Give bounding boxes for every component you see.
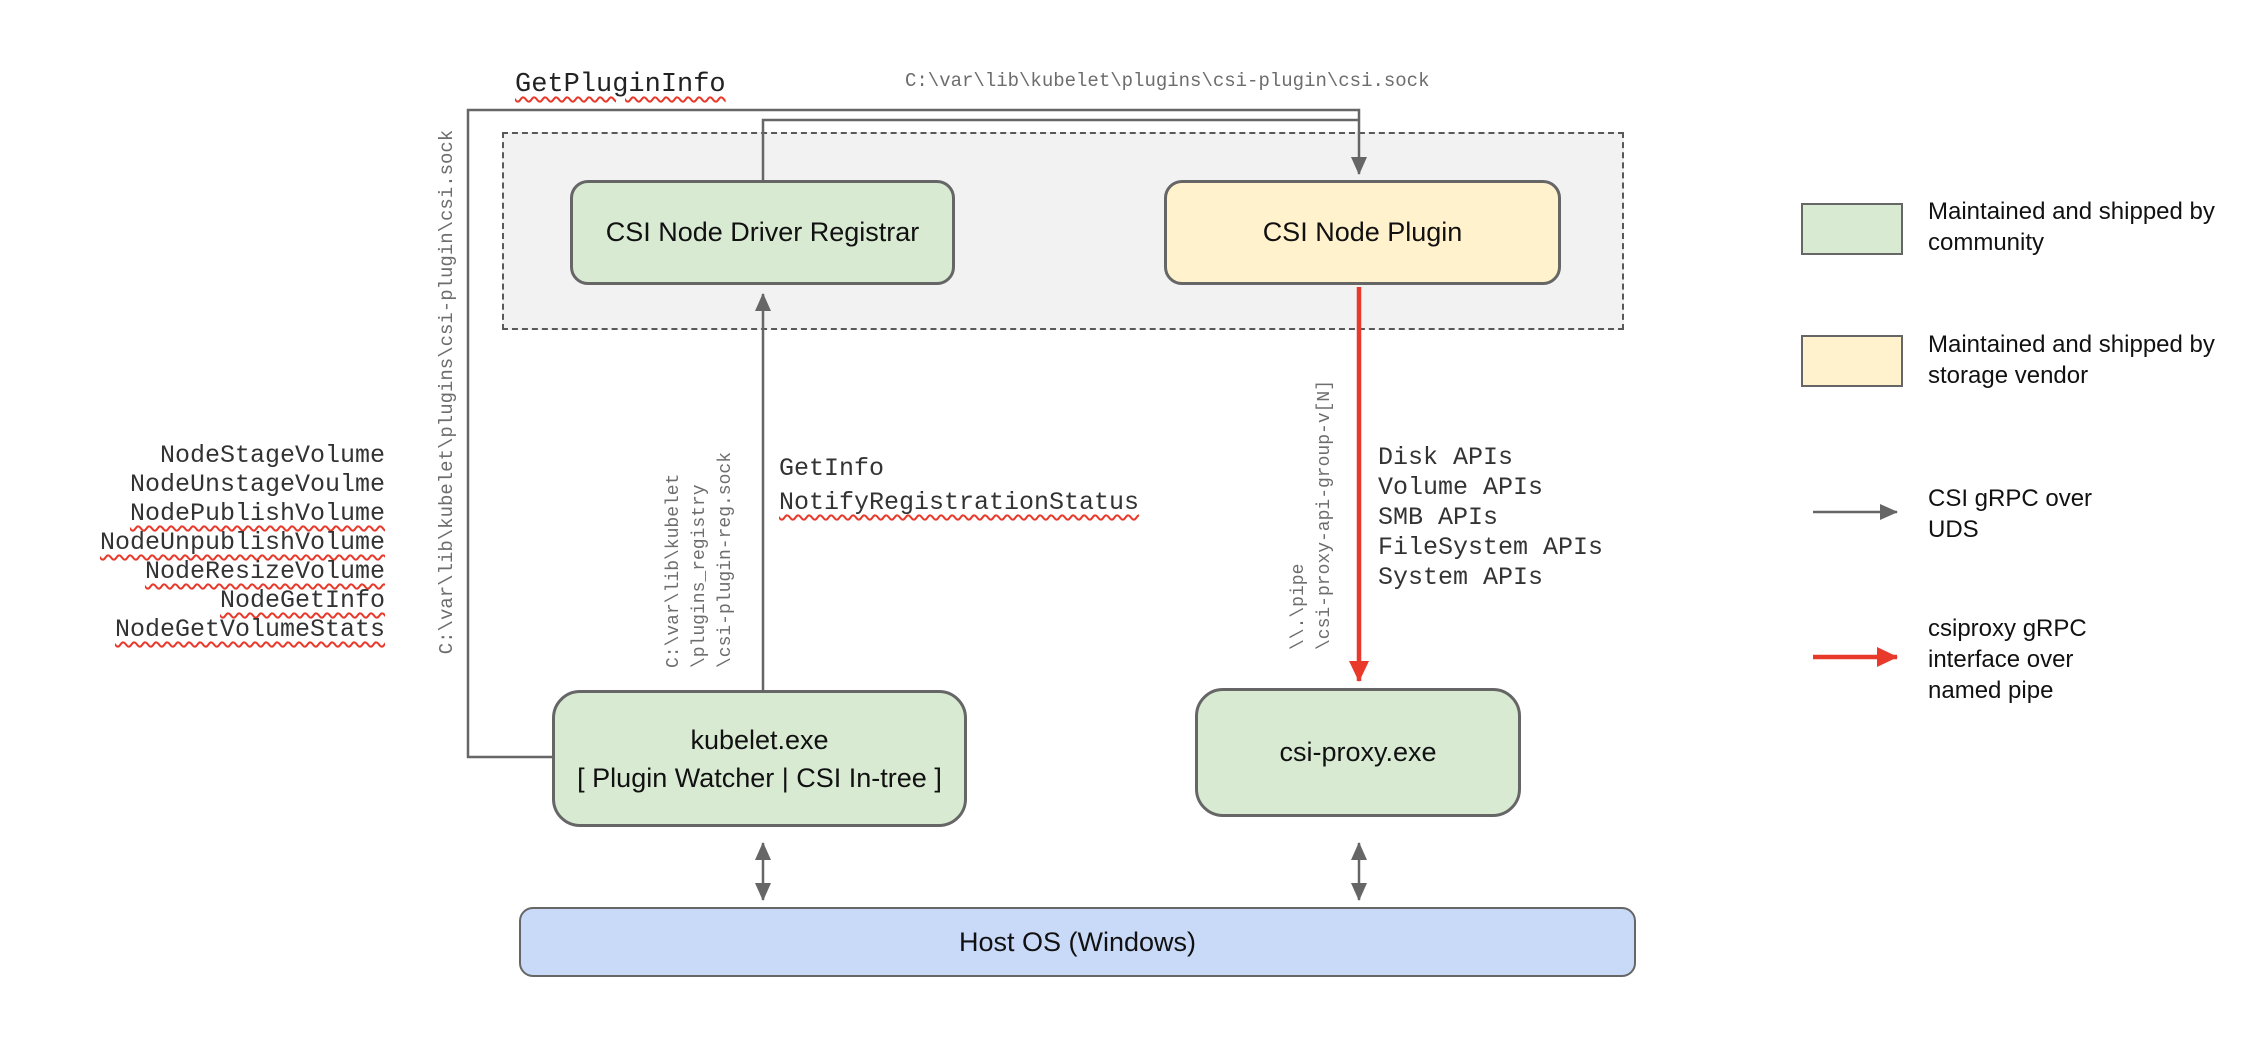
named-pipe-line2: \csi-proxy-api-group-v[N]: [1315, 379, 1335, 651]
legend-community-label: Maintained and shipped by community: [1928, 198, 2215, 256]
csi-proxy-box: csi-proxy.exe: [1195, 688, 1521, 817]
rpc-nodestagevolume: NodeStageVolume: [159, 441, 385, 470]
named-pipe-line1: \\.\pipe: [1289, 563, 1309, 651]
registration-sock-line1: C:\var\lib\kubelet: [664, 473, 684, 669]
registration-sock-line3: \csi-plugin-reg.sock: [716, 451, 736, 669]
kubelet-label-line1: kubelet.exe: [690, 724, 829, 755]
api-smb: SMB APIs: [1378, 503, 1499, 532]
rpc-nodegetinfo: NodeGetInfo: [219, 586, 385, 615]
rpc-nodepublishvolume: NodePublishVolume: [129, 499, 385, 528]
registration-rpc-list: GetInfo NotifyRegistrationStatus: [779, 452, 1139, 520]
rpc-noderesizevolume: NodeResizeVolume: [144, 557, 385, 586]
rpc-nodeunpublishvolume: NodeUnpublishVolume: [99, 528, 385, 557]
rpc-nodeunstagevolume: NodeUnstageVoulme: [129, 470, 385, 499]
api-filesystem: FileSystem APIs: [1378, 533, 1604, 562]
legend-vendor-swatch: [1801, 335, 1903, 387]
kubelet-box: kubelet.exe [ Plugin Watcher | CSI In-tr…: [552, 690, 967, 827]
host-os-box: Host OS (Windows): [519, 907, 1636, 977]
host-os-label: Host OS (Windows): [958, 926, 1197, 957]
csi-proxy-label: csi-proxy.exe: [1279, 737, 1437, 767]
rpc-getinfo: GetInfo: [779, 454, 885, 483]
csi-proxy-api-list: Disk APIs Volume APIs SMB APIs FileSyste…: [1378, 443, 1603, 593]
api-volume: Volume APIs: [1378, 473, 1544, 502]
legend-pipe-label: csiproxy gRPC interface over named pipe: [1928, 615, 2087, 704]
legend-vendor-label: Maintained and shipped by storage vendor: [1928, 331, 2215, 389]
registration-sock-path-label: C:\var\lib\kubelet \plugins_registry \cs…: [661, 452, 739, 668]
csi-sock-path-label-left: C:\var\lib\kubelet\plugins\csi-plugin\cs…: [436, 129, 458, 655]
csi-node-plugin-box: CSI Node Plugin: [1164, 180, 1561, 285]
legend-community-swatch: [1801, 203, 1903, 255]
api-system: System APIs: [1378, 563, 1544, 592]
csi-node-driver-registrar-box: CSI Node Driver Registrar: [570, 180, 955, 285]
rpc-nodegetvolumestats: NodeGetVolumeStats: [114, 615, 385, 644]
getplugininfo-rpc-label: GetPluginInfo: [515, 70, 726, 100]
api-disk: Disk APIs: [1378, 443, 1514, 472]
csi-sock-path-label-top: C:\var\lib\kubelet\plugins\csi-plugin\cs…: [905, 70, 1430, 92]
named-pipe-path-label: \\.\pipe \csi-proxy-api-group-v[N]: [1286, 380, 1338, 650]
kubelet-label-line2: [ Plugin Watcher | CSI In-tree ]: [577, 762, 942, 793]
csi-node-plugin-label: CSI Node Plugin: [1262, 217, 1463, 247]
node-rpc-list: NodeStageVolume NodeUnstageVoulme NodePu…: [60, 441, 385, 644]
legend-uds-label: CSI gRPC over UDS: [1928, 485, 2093, 543]
rpc-notifyregistrationstatus: NotifyRegistrationStatus: [779, 488, 1140, 517]
registration-sock-line2: \plugins_registry: [690, 484, 710, 669]
csi-node-driver-registrar-label: CSI Node Driver Registrar: [605, 217, 920, 247]
